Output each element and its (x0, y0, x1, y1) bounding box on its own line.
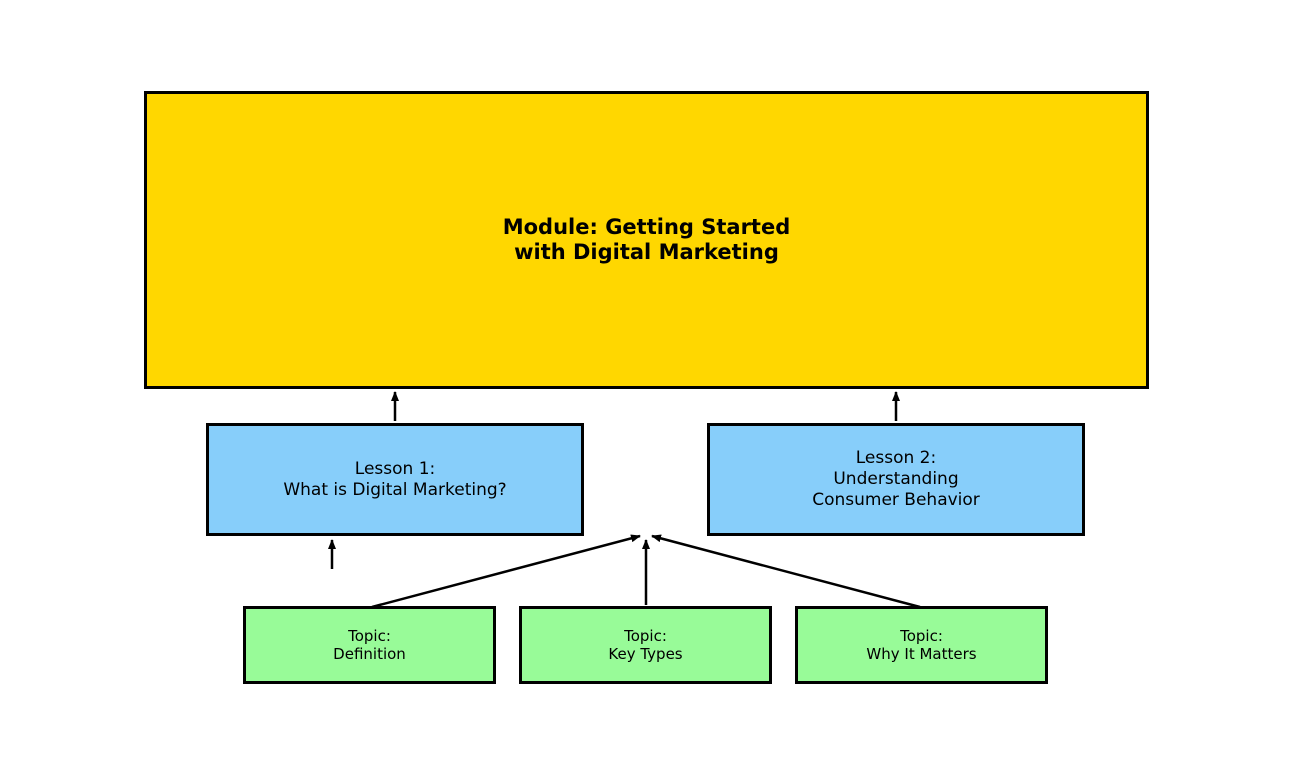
arrow-topic-why-it-matters (651, 534, 921, 609)
topic-node-why-it-matters: Topic: Why It Matters (795, 606, 1048, 684)
topic1-title: Definition (333, 645, 406, 663)
module-title-line1: Module: Getting Started (502, 215, 791, 239)
module-node: Module: Getting Started with Digital Mar… (144, 91, 1149, 389)
topic3-label: Topic: (900, 627, 943, 645)
lesson-node-1: Lesson 1: What is Digital Marketing? (206, 423, 584, 536)
topic-node-key-types: Topic: Key Types (519, 606, 772, 684)
lesson1-title: What is Digital Marketing? (283, 479, 507, 500)
topic1-label: Topic: (348, 627, 391, 645)
topic2-title: Key Types (608, 645, 683, 663)
topic3-title: Why It Matters (866, 645, 977, 663)
lesson1-label: Lesson 1: (354, 458, 436, 479)
module-title-line2: with Digital Marketing (514, 240, 779, 264)
lesson2-title-line1: Understanding (833, 469, 959, 489)
arrow-topic-definition (371, 534, 641, 609)
topic2-label: Topic: (624, 627, 667, 645)
topic-node-definition: Topic: Definition (243, 606, 496, 684)
lesson2-title-line2: Consumer Behavior (812, 490, 980, 510)
lesson2-label: Lesson 2: (855, 448, 937, 468)
lesson-node-2: Lesson 2: Understanding Consumer Behavio… (707, 423, 1085, 536)
